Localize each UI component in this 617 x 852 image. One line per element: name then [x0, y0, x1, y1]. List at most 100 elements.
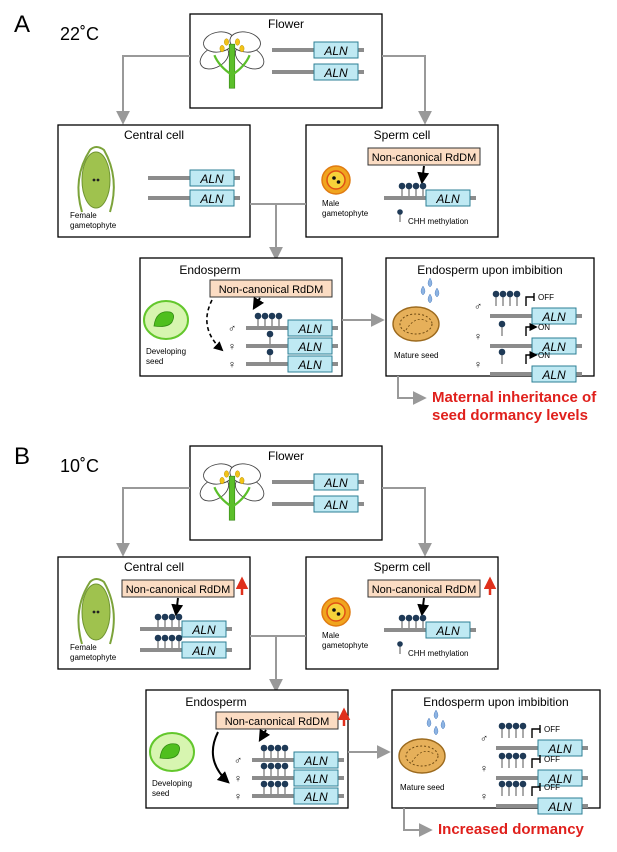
methyl-dot: [274, 762, 282, 770]
methyl-dot: [412, 182, 420, 190]
arrow-flower-to-sperm: [382, 55, 432, 125]
sperm-cell-title: Sperm cell: [374, 128, 431, 142]
gene-label-endosperm-2: ALN: [297, 340, 322, 354]
gene-box: [293, 751, 339, 769]
imbibition-title: Endosperm upon imbibition: [417, 263, 562, 277]
arrow-flower-to-central: [116, 55, 190, 125]
nucleus: [96, 610, 100, 614]
endosperm-title: Endosperm: [185, 695, 246, 709]
gene-box: [287, 355, 333, 373]
methyl-dot: [512, 752, 520, 760]
rddm-label: Non-canonical RdDM: [225, 716, 330, 728]
rddm-box: [215, 711, 339, 730]
water-drop: [433, 709, 439, 720]
female-label-1: Female: [70, 211, 97, 220]
methyl-dot: [268, 312, 276, 320]
methyl-dot: [419, 182, 427, 190]
rddm-label: Non-canonical RdDM: [126, 584, 231, 596]
leaves: [213, 486, 251, 508]
developing-label-1: Developing: [152, 779, 192, 788]
female-gametophyte-icon: [77, 578, 115, 645]
leaves: [213, 54, 251, 76]
methyl-dot: [274, 744, 282, 752]
methyl-dot: [267, 744, 275, 752]
gene-box: [313, 41, 359, 59]
gene-box: [189, 169, 235, 187]
promoter-off-bar: [531, 783, 541, 796]
methyl-dot: [405, 614, 413, 622]
promoter-off-bar: [531, 755, 541, 768]
mature-seed-label: Mature seed: [400, 783, 444, 792]
parent-symbol-male: ♂: [228, 323, 236, 335]
methyl-dot: [281, 780, 289, 788]
rddm-box: [367, 147, 481, 166]
pollen-inner: [326, 170, 346, 190]
gene-box: [531, 365, 577, 383]
methyl-dot: [492, 290, 500, 298]
sperm-nucleus: [332, 608, 336, 612]
methyl-dot: [512, 780, 520, 788]
gene-label-flower-2: ALN: [323, 498, 348, 512]
water-drop: [427, 277, 433, 288]
methyl-dot: [260, 780, 268, 788]
methyl-dot: [505, 752, 513, 760]
endosperm-title: Endosperm: [179, 263, 240, 277]
outcome-text-1: Maternal inheritance of: [432, 389, 597, 406]
central-cell-title: Central cell: [124, 128, 184, 142]
gene-label-flower-1: ALN: [323, 44, 348, 58]
female-label-2: gametophyte: [70, 221, 117, 230]
methyl-dot: [266, 348, 274, 356]
methylation-legend: CHH methylation: [408, 217, 468, 226]
methyl-dot: [260, 762, 268, 770]
anther: [239, 477, 245, 485]
gene-label-imbibition-2: ALN: [547, 772, 572, 786]
female-label-2: gametophyte: [70, 653, 117, 662]
methyl-dot: [168, 634, 176, 642]
flower-title: Flower: [268, 17, 304, 31]
developing-seed-icon: [149, 732, 195, 772]
gene-label-sperm: ALN: [435, 192, 460, 206]
gene-label-sperm: ALN: [435, 624, 460, 638]
gene-label-endosperm-1: ALN: [297, 322, 322, 336]
developing-label-2: seed: [146, 357, 163, 366]
rddm-arrow: [252, 296, 265, 311]
petal: [229, 463, 261, 485]
mature-seed-icon: [398, 738, 446, 774]
promoter-on-arrow: [525, 350, 538, 364]
gene-box: [313, 495, 359, 513]
methyl-dot: [261, 312, 269, 320]
gene-box: [287, 337, 333, 355]
imbibition-title: Endosperm upon imbibition: [423, 695, 568, 709]
promoter-off-bar: [531, 725, 541, 738]
temperature-label: 10˚C: [60, 456, 99, 476]
rddm-box: [367, 579, 481, 598]
water-drop: [440, 719, 446, 730]
gene-box: [293, 769, 339, 787]
gene-label-imbibition-1: ALN: [547, 742, 572, 756]
gene-box: [189, 189, 235, 207]
gene-label-central-2: ALN: [191, 644, 216, 658]
gene-label-endosperm-3: ALN: [303, 790, 328, 804]
gene-label-imbibition-1: ALN: [541, 310, 566, 324]
pollen-inner: [326, 602, 346, 622]
gene-box: [313, 473, 359, 491]
rddm-box: [121, 579, 235, 598]
methyl-dot: [499, 290, 507, 298]
seed-embryo-outline: [405, 745, 439, 767]
gene-box: [293, 787, 339, 805]
legend-dot: [397, 641, 403, 647]
parent-symbol-male: ♂: [234, 755, 242, 767]
central-cell-body: [81, 151, 111, 209]
central-cell-body: [81, 583, 111, 641]
central-cell-title: Central cell: [124, 560, 184, 574]
gene-label-flower-1: ALN: [323, 476, 348, 490]
arrow-flower-to-central: [116, 487, 190, 557]
methyl-dot: [267, 762, 275, 770]
methyl-dot: [161, 613, 169, 621]
rddm-box: [209, 279, 333, 298]
panel-letter: B: [14, 443, 30, 470]
methyl-dot: [519, 752, 527, 760]
male-label-1: Male: [322, 199, 340, 208]
